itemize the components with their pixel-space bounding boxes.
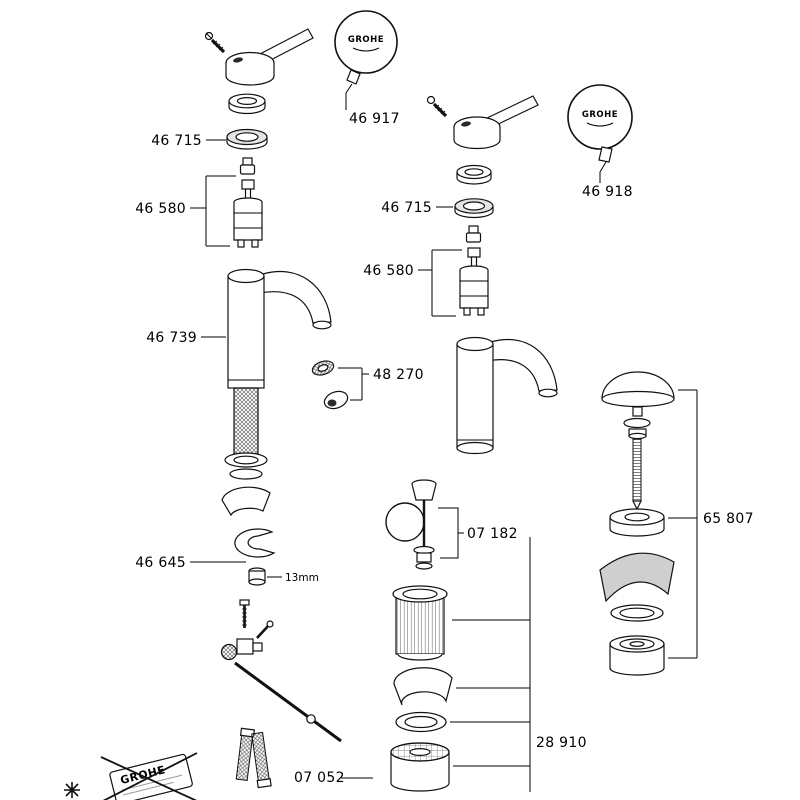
label-28910: 28 910 <box>536 735 587 751</box>
escutcheon-plate-right: GROHE <box>567 84 633 163</box>
cartridge-screw-right <box>465 225 482 243</box>
drain-wedge <box>393 667 453 706</box>
ring-46715-left-part <box>226 128 268 150</box>
right-drain-assembly <box>599 371 675 676</box>
dome-cap <box>601 371 675 417</box>
handle-base-ring-left <box>228 93 266 115</box>
pull-rod <box>234 661 342 743</box>
ring-right-drain <box>610 604 664 622</box>
popup-actuator <box>385 479 437 570</box>
label-48270: 48 270 <box>373 367 424 383</box>
crossed-out-marks <box>64 752 198 800</box>
mounting-nut <box>248 567 266 586</box>
drain-body <box>392 585 448 661</box>
mounting-horseshoe <box>234 528 276 558</box>
base-right-drain <box>609 635 665 676</box>
threaded-rod-right <box>632 438 642 511</box>
label-46739: 46 739 <box>146 330 197 346</box>
label-07052: 07 052 <box>294 770 345 786</box>
handle-lever-left <box>225 28 314 86</box>
label-46715-left: 46 715 <box>151 133 202 149</box>
handle-lever-right <box>453 95 539 150</box>
aerator-parts <box>311 360 349 410</box>
handle-screw-icon <box>204 31 226 54</box>
right-faucet-assembly <box>426 95 558 455</box>
cartridge-right-part <box>459 247 489 316</box>
nut-right <box>628 428 647 440</box>
label-46918: 46 918 <box>582 184 633 200</box>
label-46645: 46 645 <box>135 555 186 571</box>
base-rings-left <box>224 452 268 480</box>
mounting-wedge-left <box>221 486 271 517</box>
faucet-body-right-part <box>456 336 558 455</box>
label-46917: 46 917 <box>349 111 400 127</box>
label-07182: 07 182 <box>467 526 518 542</box>
handle-base-ring-right <box>456 164 492 185</box>
leader-46917 <box>345 83 353 110</box>
plate-logo-right: GROHE <box>582 110 618 120</box>
label-46580-right: 46 580 <box>363 263 414 279</box>
o-ring-middle <box>395 711 447 733</box>
ring-46715-right-part <box>454 198 494 219</box>
supply-hoses <box>235 727 272 789</box>
flange-right <box>609 508 665 537</box>
faucet-body-left-part <box>227 268 332 455</box>
leader-07182 <box>438 507 464 559</box>
long-screw <box>239 599 250 628</box>
leader-48270 <box>338 367 369 401</box>
leader-46918 <box>599 161 607 183</box>
drain-flange <box>390 742 450 792</box>
left-faucet-assembly <box>204 28 342 789</box>
plate-logo-left: GROHE <box>348 35 384 45</box>
label-46580-left: 46 580 <box>135 201 186 217</box>
handle-screw-icon-right <box>426 95 448 118</box>
label-46715-right: 46 715 <box>381 200 432 216</box>
fixing-set <box>220 620 274 661</box>
label-65807: 65 807 <box>703 511 754 527</box>
leader-65807 <box>668 389 698 659</box>
wedge-right <box>599 552 675 603</box>
leader-28910 <box>450 537 531 792</box>
washer-right <box>623 417 651 429</box>
leader-46580-right <box>418 249 462 317</box>
cartridge-screw-left <box>239 157 256 175</box>
escutcheon-plate-left: GROHE <box>334 10 398 85</box>
cartridge-left-part <box>233 179 263 248</box>
leader-46580-left <box>190 175 236 247</box>
label-13mm: 13mm <box>285 572 319 584</box>
